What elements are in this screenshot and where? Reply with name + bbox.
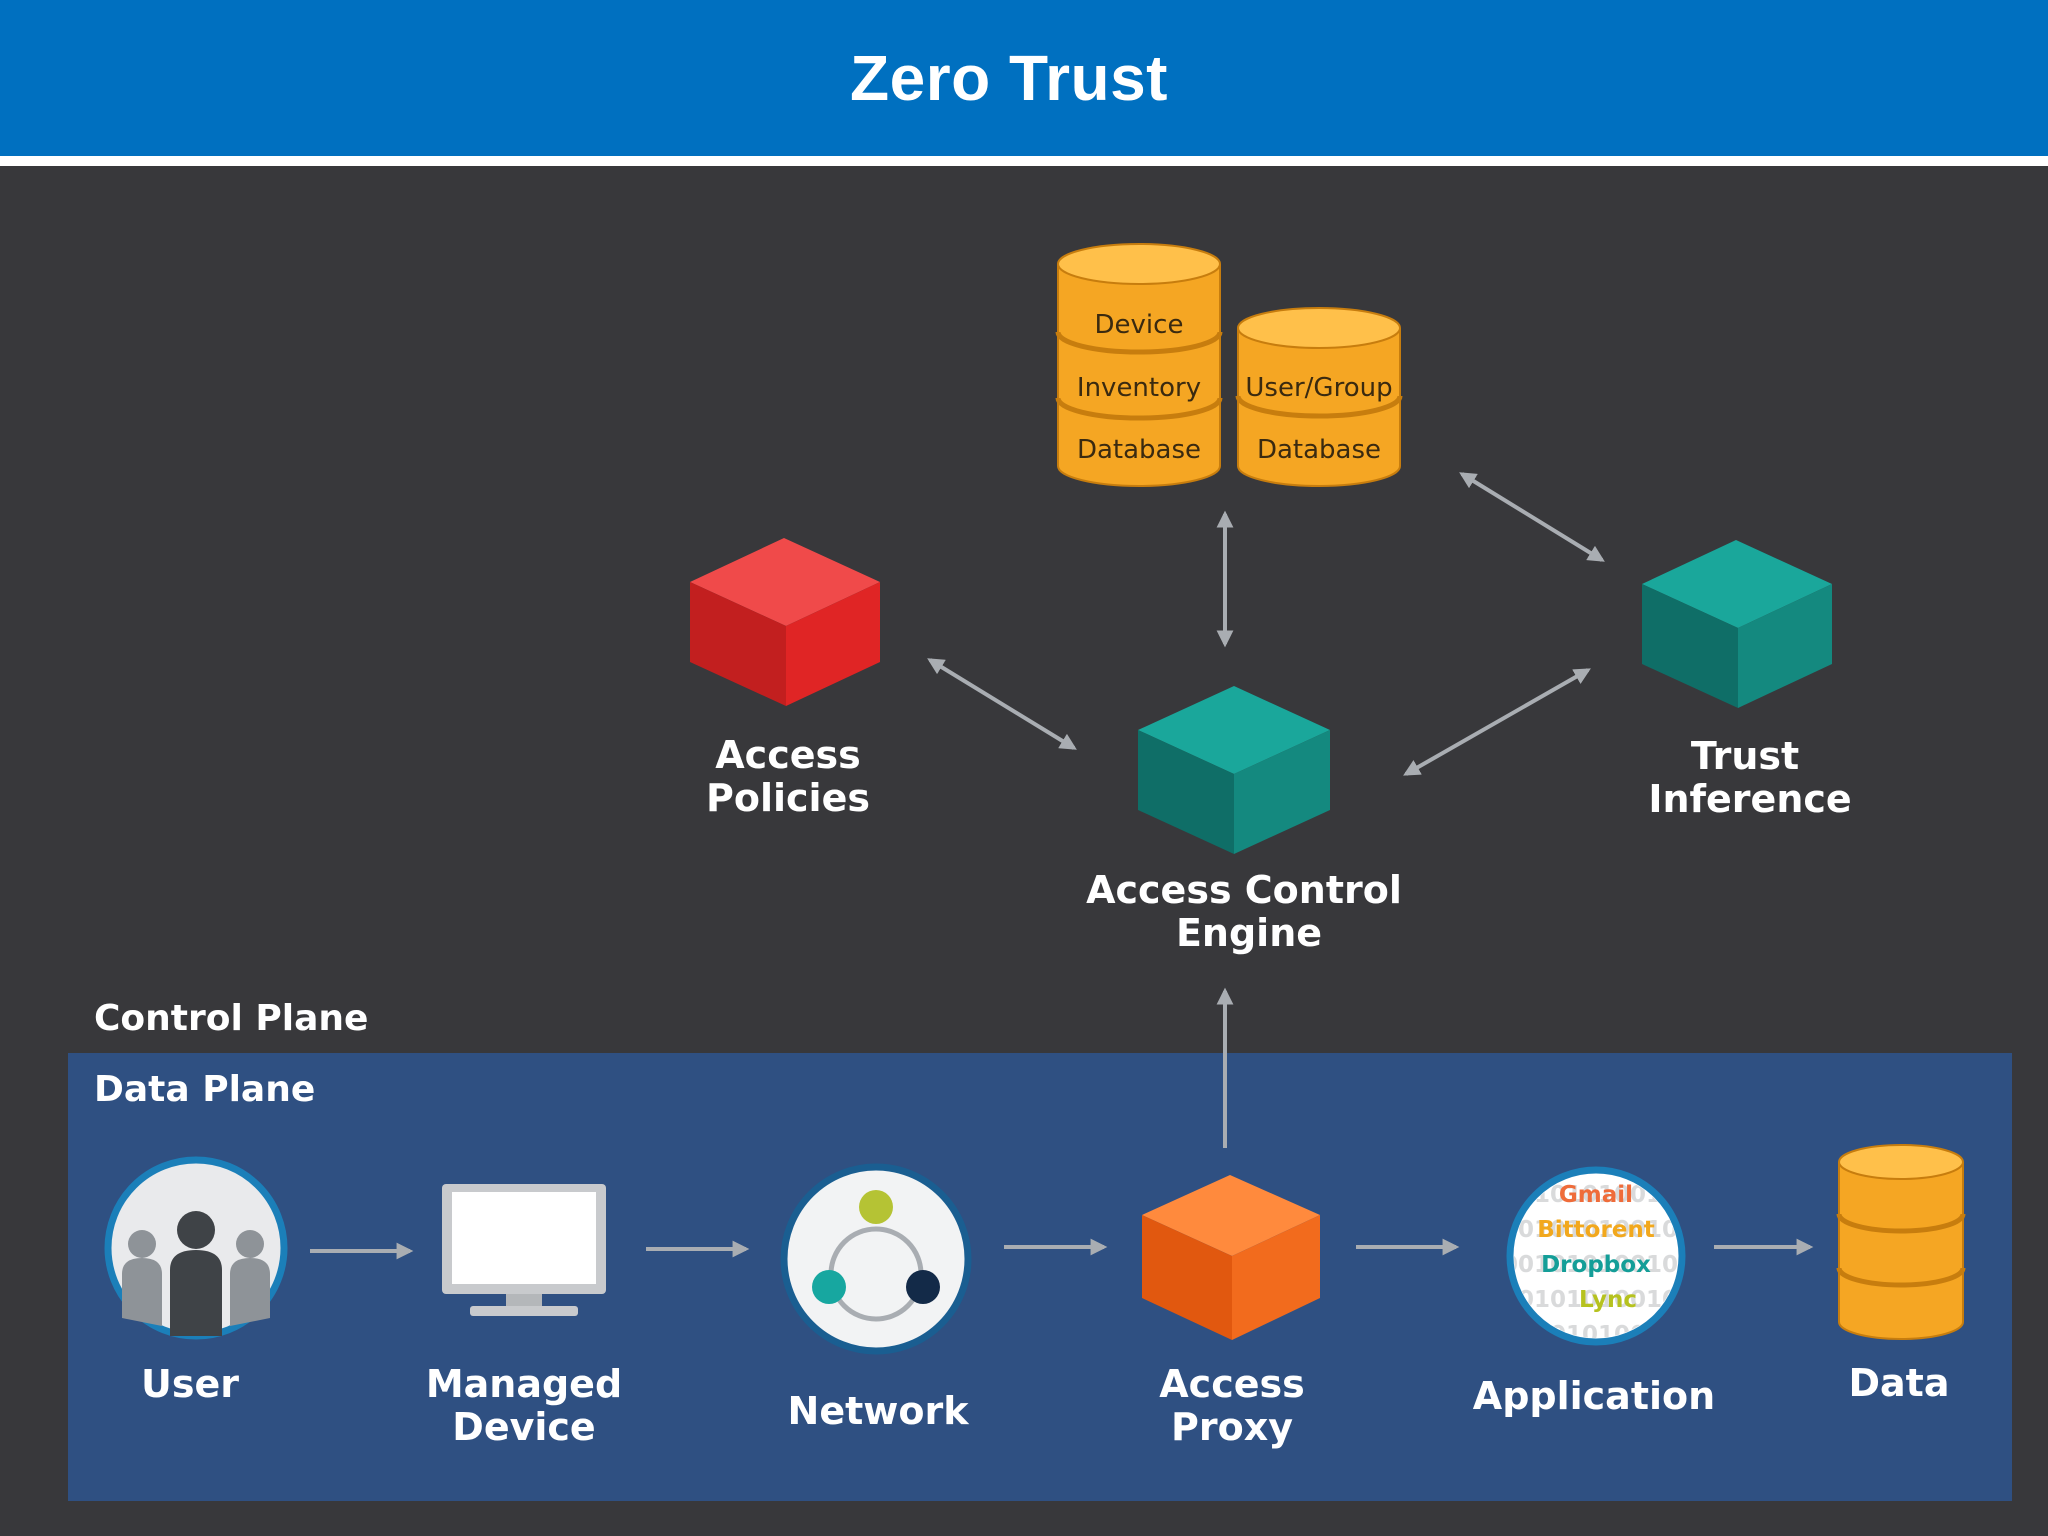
user-group-db-line2: Database [1257, 435, 1381, 465]
access-policies-label-line1: Access [715, 733, 860, 777]
access-policies-label-line2: Policies [706, 776, 870, 820]
device-db-line2: Inventory [1077, 373, 1201, 403]
user-group-db-line1: User/Group [1245, 373, 1392, 403]
policies-engine-arrow [927, 658, 1077, 750]
network-label: Network [788, 1389, 970, 1433]
control-plane-arrows [927, 472, 1605, 1148]
data-plane-label: Data Plane [94, 1069, 315, 1110]
trust-inference-label-line1: Trust [1691, 734, 1799, 778]
app-lync-text: Lync [1579, 1287, 1637, 1313]
db-trust-arrow [1459, 472, 1605, 562]
monitor-icon [442, 1184, 606, 1316]
data-plane-arrows [310, 1238, 1814, 1260]
svg-text:01001010100101010: 01001010100101010 [1470, 1287, 1742, 1313]
data-database-icon [1836, 1144, 1966, 1340]
access-control-engine-label-line2: Engine [1176, 911, 1322, 955]
page-title: Zero Trust [850, 42, 1168, 114]
managed-device-label-line2: Device [452, 1405, 595, 1449]
app-gmail-text: Gmail [1559, 1182, 1633, 1208]
network-icon [780, 1163, 972, 1355]
access-policies-box-icon [690, 538, 880, 706]
zero-trust-diagram: Control Plane Data Plane Device Inventor… [0, 166, 2048, 1536]
application-icon: 01001010100101010 Gmail 0100101010010101… [1470, 1166, 1742, 1346]
user-group-icon [104, 1156, 288, 1340]
title-bar: Zero Trust [0, 0, 2048, 156]
application-label: Application [1473, 1374, 1715, 1418]
trust-engine-arrow [1403, 668, 1591, 776]
device-db-line1: Device [1095, 310, 1184, 340]
data-label: Data [1849, 1361, 1950, 1405]
svg-text:01001010100101010: 01001010100101010 [1470, 1217, 1742, 1243]
app-dropbox-text: Dropbox [1541, 1252, 1651, 1278]
user-label: User [141, 1362, 239, 1406]
access-proxy-label-line2: Proxy [1171, 1405, 1293, 1449]
device-db-line3: Database [1077, 435, 1201, 465]
access-control-engine-box-icon [1138, 686, 1330, 854]
managed-device-label-line1: Managed [426, 1362, 622, 1406]
data-plane-panel [68, 1053, 2012, 1501]
device-inventory-database-icon: Device Inventory Database [1055, 243, 1223, 487]
app-bittorent-text: Bittorent [1537, 1217, 1655, 1243]
access-proxy-label-line1: Access [1159, 1362, 1304, 1406]
trust-inference-box-icon [1642, 540, 1832, 708]
access-control-engine-label-line1: Access Control [1086, 868, 1402, 912]
svg-text:01001010100101010: 01001010100101010 [1470, 1252, 1742, 1278]
access-proxy-box-icon [1142, 1175, 1320, 1340]
control-plane-label: Control Plane [94, 998, 368, 1039]
user-group-database-icon: User/Group Database [1235, 307, 1403, 487]
trust-inference-label-line2: Inference [1648, 777, 1851, 821]
